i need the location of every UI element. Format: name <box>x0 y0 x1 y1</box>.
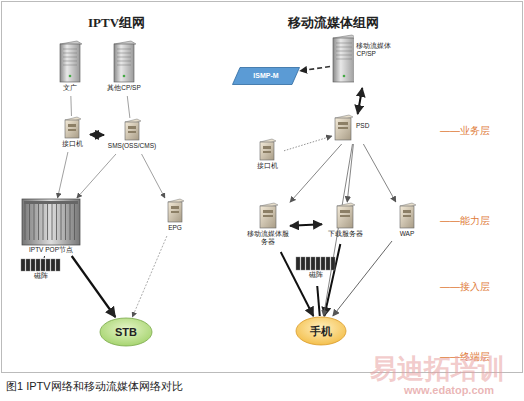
interface-machine: 接口机 <box>54 116 90 152</box>
computer-icon <box>397 202 417 230</box>
connector <box>70 96 72 116</box>
connector <box>284 136 332 151</box>
connector <box>333 241 392 316</box>
computer-icon <box>165 198 185 224</box>
wap-server: WAP <box>392 202 422 242</box>
node-label: 磁阵 <box>34 272 48 280</box>
connector <box>44 256 45 258</box>
node-label: 接口机 <box>257 162 278 170</box>
connector <box>127 96 130 118</box>
watermark: www.edatop.com <box>404 384 494 396</box>
panel-heading: IPTV组网 <box>88 14 145 32</box>
connector <box>317 286 320 316</box>
node-label: STB <box>115 326 137 338</box>
pop-rack: IPTV POP节点 <box>18 198 84 256</box>
layer-label: ——能力层 <box>440 214 490 228</box>
terminal-ellipse: 手机 <box>295 316 347 346</box>
connector <box>281 252 314 316</box>
node-label: 手机 <box>310 325 332 337</box>
computer-icon <box>334 202 356 230</box>
disk-array-icon <box>20 258 62 272</box>
computer-icon <box>332 114 354 142</box>
node-label: PSD <box>356 122 369 130</box>
epg-server: EPG <box>160 198 190 236</box>
disk-array: 磁阵 <box>18 258 64 286</box>
node-label: 接口机 <box>62 140 83 148</box>
portal-server: PSD <box>332 114 378 144</box>
server-icon <box>57 40 83 84</box>
content-server: 文广 <box>50 40 90 96</box>
computer-icon <box>122 118 142 142</box>
connector <box>347 144 353 202</box>
figure-frame <box>2 2 523 373</box>
connector <box>358 88 363 114</box>
content-server: 其他CP/SP <box>98 40 150 96</box>
connector <box>300 66 330 70</box>
connector <box>142 154 165 198</box>
node-label: 下载服务器 <box>328 230 363 238</box>
server-icon <box>330 34 354 84</box>
content-server: 移动流媒体CP/SP <box>330 34 404 88</box>
node-label: 移动流媒体服务器 <box>246 230 290 245</box>
node-label: 移动流媒体CP/SP <box>356 42 404 57</box>
connector <box>58 152 68 198</box>
disk-array: 磁阵 <box>293 256 339 286</box>
figure-caption: 图1 IPTV网络和移动流媒体网络对比 <box>6 379 183 394</box>
node-label: 文广 <box>63 84 77 92</box>
watermark: 易迪拓培训 <box>370 351 505 387</box>
layer-label: ——接入层 <box>440 280 490 294</box>
layer-label: ——业务层 <box>440 124 490 138</box>
platform-box: ISMP-M <box>232 67 300 85</box>
computer-icon <box>257 202 279 230</box>
computer-icon <box>257 138 277 162</box>
server-icon <box>111 40 137 84</box>
connector <box>132 236 167 317</box>
connector <box>72 256 116 317</box>
node-label: SMS(OSS/CMS) <box>108 142 156 150</box>
node-label: WAP <box>400 230 415 238</box>
panel-heading: 移动流媒体组网 <box>288 14 379 32</box>
streaming-server: 移动流媒体服务器 <box>246 202 290 252</box>
disk-array-icon <box>295 256 337 271</box>
connector <box>324 244 340 316</box>
interface-machine: 接口机 <box>250 138 284 174</box>
node-label: ISMP-M <box>253 70 278 82</box>
connector <box>290 224 322 226</box>
connector <box>290 144 342 202</box>
connector <box>363 144 395 202</box>
terminal-ellipse: STB <box>99 317 153 347</box>
rack-icon <box>21 198 81 246</box>
node-label: EPG <box>168 224 182 232</box>
connector <box>90 134 104 136</box>
management-server: SMS(OSS/CMS) <box>104 118 160 154</box>
download-server: 下载服务器 <box>322 202 368 244</box>
node-label: 磁阵 <box>309 271 323 279</box>
computer-icon <box>62 116 82 140</box>
connector <box>77 154 116 198</box>
node-label: 其他CP/SP <box>107 84 141 92</box>
node-label: IPTV POP节点 <box>29 246 73 254</box>
